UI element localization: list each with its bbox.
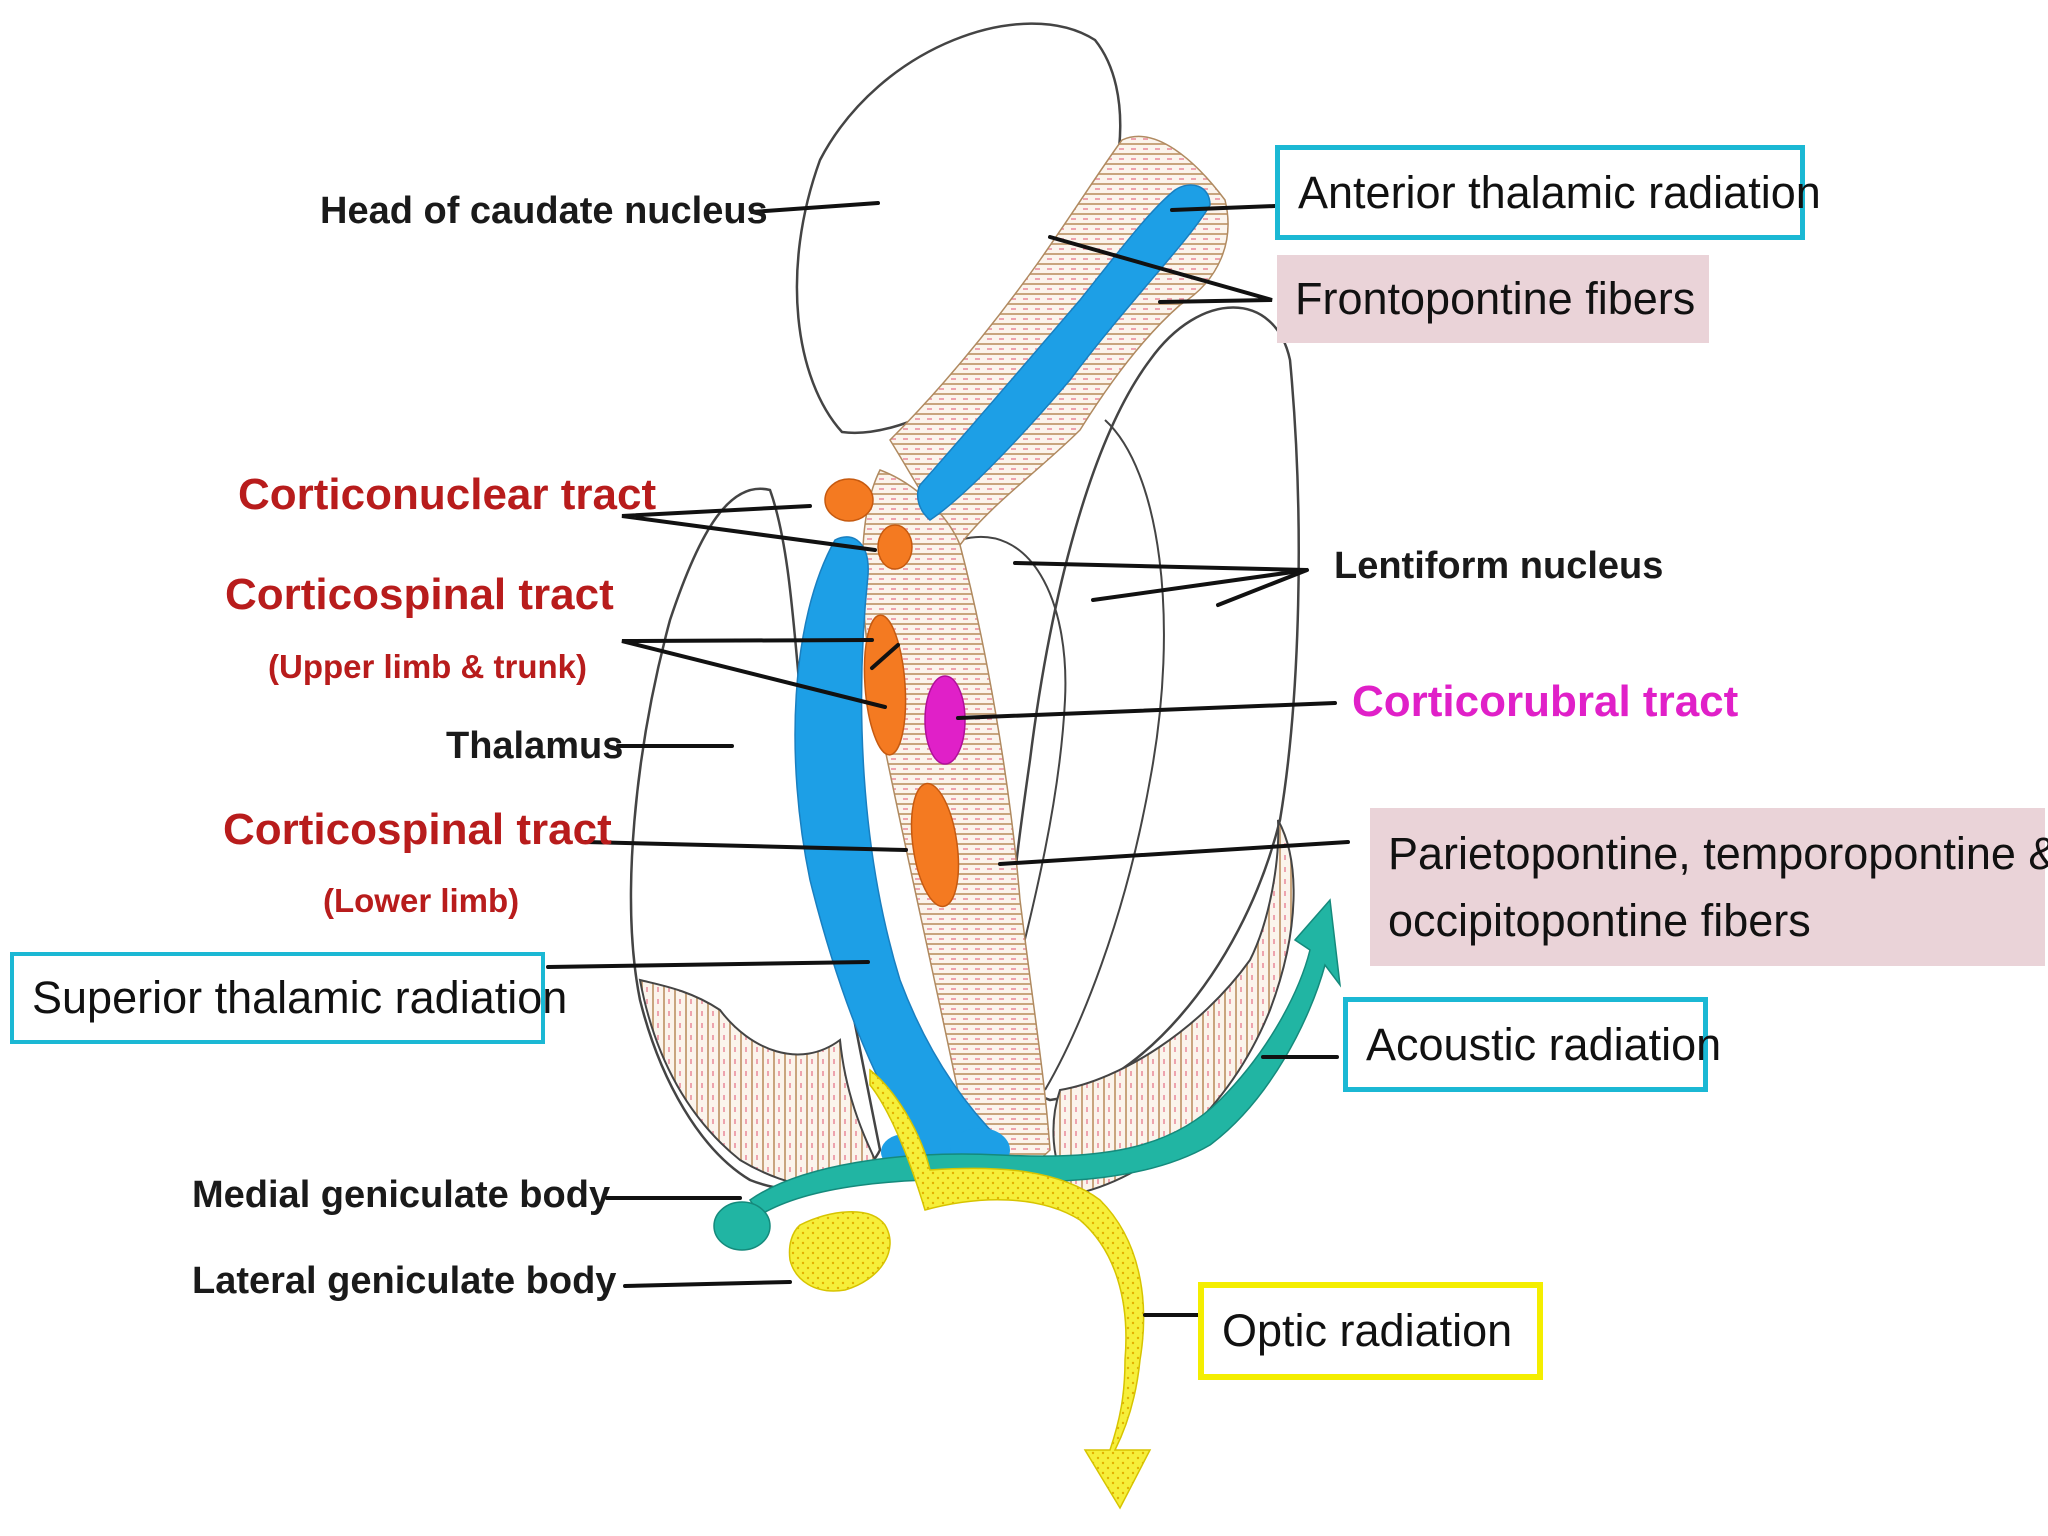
lateral-geniculate-body-shape [788, 1211, 891, 1292]
label-parieto-line1: Parietopontine, temporopontine & [1388, 827, 2048, 879]
label-corticospinal-upper-sub: (Upper limb & trunk) [268, 648, 587, 685]
leader-corticospinal-upper-tick [870, 643, 900, 670]
label-lateral-geniculate: Lateral geniculate body [192, 1260, 617, 1302]
leader-lines [546, 201, 1350, 1317]
left-lower-crescent [638, 978, 882, 1190]
label-corticospinal-lower-sub: (Lower limb) [323, 882, 520, 919]
label-corticorubral-tract: Corticorubral tract [1352, 677, 1739, 726]
label-medial-geniculate: Medial geniculate body [192, 1174, 611, 1216]
label-superior-thalamic-radiation: Superior thalamic radiation [32, 972, 568, 1023]
leader-superior-thalamic [546, 960, 870, 969]
box-optic-radiation: Optic radiation [1198, 1282, 1543, 1380]
leader-corticospinal-lower [583, 840, 908, 852]
leader-frontopontine [1048, 235, 1273, 304]
box-acoustic-radiation: Acoustic radiation [1343, 997, 1721, 1092]
leader-lateral-geniculate [623, 1280, 792, 1288]
label-acoustic-radiation: Acoustic radiation [1366, 1018, 1722, 1070]
optic-radiation-fibers [869, 1068, 1152, 1510]
box-anterior-thalamic-radiation: Anterior thalamic radiation [1275, 145, 1821, 240]
label-corticospinal-lower: Corticospinal tract [223, 805, 612, 854]
leader-corticonuclear [621, 504, 877, 552]
label-corticospinal-upper: Corticospinal tract [225, 570, 614, 619]
anterior-thalamic-radiation-fibers [917, 184, 1211, 521]
corticonuclear-tract-upper [824, 478, 874, 522]
label-head-caudate: Head of caudate nucleus [320, 190, 768, 232]
label-parieto-line2: occipitopontine fibers [1388, 895, 1811, 946]
label-frontopontine-fibers: Frontopontine fibers [1295, 273, 1696, 324]
leader-parieto [998, 840, 1350, 866]
box-frontopontine-fibers: Frontopontine fibers [1277, 255, 1709, 343]
corticonuclear-tract-lower [877, 524, 913, 570]
corticorubral-tract-shape [924, 675, 966, 765]
leader-lentiform-2 [1216, 568, 1309, 607]
lentiform-outer-shape [1006, 306, 1300, 1102]
box-parieto-temporo-occipitopontine: Parietopontine, temporopontine & occipit… [1370, 808, 2048, 966]
label-optic-radiation: Optic radiation [1222, 1305, 1513, 1356]
leader-anterior-thalamic [1170, 204, 1277, 212]
label-anterior-thalamic-radiation: Anterior thalamic radiation [1298, 166, 1821, 218]
leader-head-caudate [750, 201, 880, 214]
medial-geniculate-body-shape [713, 1201, 771, 1251]
label-corticonuclear-tract: Corticonuclear tract [238, 470, 657, 519]
leader-corticorubral [956, 701, 1337, 720]
lentiform-inner-lamina [1044, 419, 1165, 1091]
corticospinal-lower-limb-tract [910, 782, 960, 908]
label-lentiform-nucleus: Lentiform nucleus [1334, 545, 1664, 587]
leader-corticospinal-upper [621, 638, 887, 709]
label-thalamus: Thalamus [446, 725, 624, 767]
box-superior-thalamic-radiation: Superior thalamic radiation [10, 952, 567, 1044]
